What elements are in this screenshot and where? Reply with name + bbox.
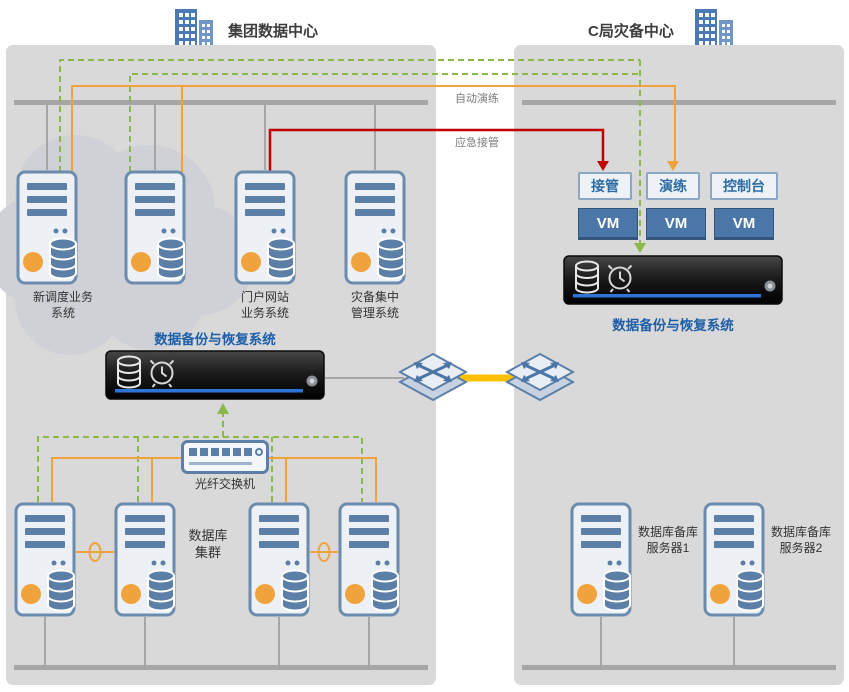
vm-box-3: VM xyxy=(714,208,774,240)
standby-db-server-1-label: 数据库备库 服务器1 xyxy=(637,525,698,555)
server-dispatch-system-2 xyxy=(124,170,186,285)
db-cluster-server-2 xyxy=(114,502,176,617)
standby-db-server-2-label: 数据库备库 服务器2 xyxy=(770,525,831,555)
auto-drill-label: 自动演练 xyxy=(455,93,499,105)
console-button: 控制台 xyxy=(710,172,778,200)
right-backup-system-label: 数据备份与恢复系统 xyxy=(612,318,734,333)
fiber-switch-label: 光纤交换机 xyxy=(194,477,255,491)
server-dr-management xyxy=(344,170,406,285)
emergency-takeover-label: 应急接管 xyxy=(455,137,499,149)
db-cluster-server-1 xyxy=(14,502,76,617)
drill-button: 演练 xyxy=(646,172,700,200)
left-backup-system-label: 数据备份与恢复系统 xyxy=(154,332,276,347)
fiber-switch-icon xyxy=(181,440,269,474)
left-backup-appliance xyxy=(105,350,325,400)
server-dispatch-label: 新调度业务 系统 xyxy=(32,290,93,320)
server-portal-label: 门户网站 业务系统 xyxy=(240,290,289,320)
server-dispatch-system xyxy=(16,170,78,285)
server-portal-system xyxy=(234,170,296,285)
db-cluster-label: 数据库 集群 xyxy=(188,528,228,560)
dr-datacenter-title: C局灾备中心 xyxy=(588,23,674,40)
takeover-button: 接管 xyxy=(578,172,632,200)
db-cluster-server-3 xyxy=(248,502,310,617)
group-datacenter-title: 集团数据中心 xyxy=(228,23,319,40)
vm-box-2: VM xyxy=(646,208,706,240)
server-dr-management-label: 灾备集中 管理系统 xyxy=(350,290,399,320)
standby-db-server-2 xyxy=(703,502,765,617)
standby-db-server-1 xyxy=(570,502,632,617)
right-backup-appliance xyxy=(563,255,783,305)
router-icon-left xyxy=(398,350,468,406)
router-icon-right xyxy=(505,350,575,406)
db-cluster-server-4 xyxy=(338,502,400,617)
vm-box-1: VM xyxy=(578,208,638,240)
